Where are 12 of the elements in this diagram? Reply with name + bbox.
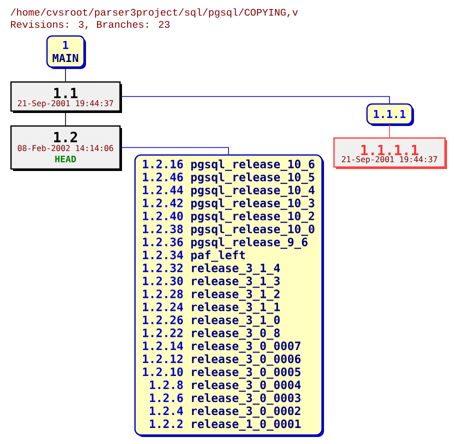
connector-line [65,67,66,82]
connector-line [65,111,66,126]
revision-box: 1.1.1.1 21-Sep-2001 19:44:37 [333,137,447,169]
branch-box: 1.1.1 [366,103,414,126]
branch-box: 1 MAIN [46,35,86,69]
tag-list-box: 1.2.16 pgsql_release_10_6 1.2.46 pgsql_release_10_5 1.2.44 pgsql_release_10_4 1.2.42 pgsql_release_10_3 1.2.40 pgsql_release_10_2 1.2.38 pgsql_release_10_0 1.2.36 pgsql_release_9_6 1.2.34 paf_left 1.2.32 release_3_1_4 1.2.30 release_3_1_3 1.2.28 release_3_1_2 1.2.24 release_3_1_1 1.2.26 release_3_1_0 1.2.22 release_3_0_8 1.2.14 release_3_0_0007 1.2.12 release_3_0_0006 1.2.10 release_3_0_0005 1.2.8 release_3_0_0004 1.2.6 release_3_0_0003 1.2.4 release_3_0_0002 1.2.2 release_1_0_0001 [134,154,324,437]
file-path-title: /home/cvsroot/parser3project/sql/pgsql/COPYING,v [10,8,298,18]
connector-line [389,124,390,138]
revision-box: 1.1 21-Sep-2001 19:44:37 [10,81,122,113]
revision-box: 1.2 08-Feb-2002 14:14:06 HEAD [10,125,122,171]
connector-line [120,147,229,155]
connector-line [120,96,390,104]
